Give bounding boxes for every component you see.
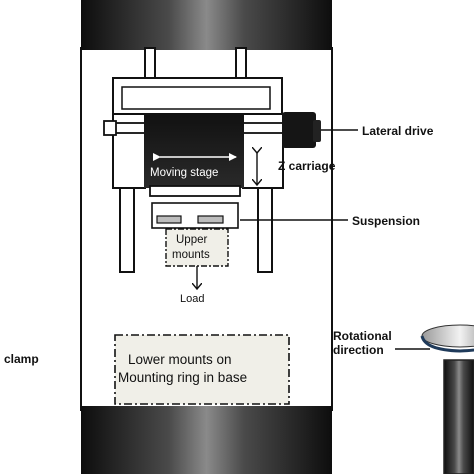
suspension-label: Suspension — [352, 214, 420, 228]
leg-left — [119, 179, 135, 273]
upper-mounts-box — [165, 228, 229, 267]
upper-mounts-label-1: Upper — [176, 234, 207, 246]
guide-rod-left — [144, 47, 156, 81]
right-base-block — [443, 359, 474, 474]
z-carriage-label: Z carriage — [278, 159, 336, 173]
moving-stage-label: Moving stage — [150, 167, 218, 179]
lateral-drive-cap — [313, 120, 321, 142]
moving-stage — [144, 113, 244, 188]
lower-mounts-label-1: Lower mounts on — [128, 352, 232, 367]
lower-mounts-box — [114, 334, 290, 405]
leg-right — [257, 179, 273, 273]
lateral-drive-motor — [282, 112, 316, 148]
guide-rod-right — [235, 47, 247, 81]
load-label: Load — [180, 293, 204, 305]
rotational-disk-rim — [420, 335, 474, 353]
suspension-pad-left — [156, 215, 182, 224]
bottom-cylinder — [81, 406, 332, 474]
rotational-label-2: direction — [333, 343, 384, 357]
lateral-drive-label: Lateral drive — [362, 124, 434, 138]
lateral-rail-end — [103, 120, 117, 136]
upper-carriage-inner — [121, 86, 271, 110]
lower-mounts-label-2: Mounting ring in base — [118, 370, 247, 385]
upper-mounts-label-2: mounts — [172, 249, 210, 261]
rotational-label-1: Rotational — [333, 329, 392, 343]
top-cylinder — [81, 0, 332, 50]
moving-stage-lower — [149, 185, 241, 197]
suspension-pad-right — [197, 215, 224, 224]
clamp-label: clamp — [4, 352, 39, 366]
